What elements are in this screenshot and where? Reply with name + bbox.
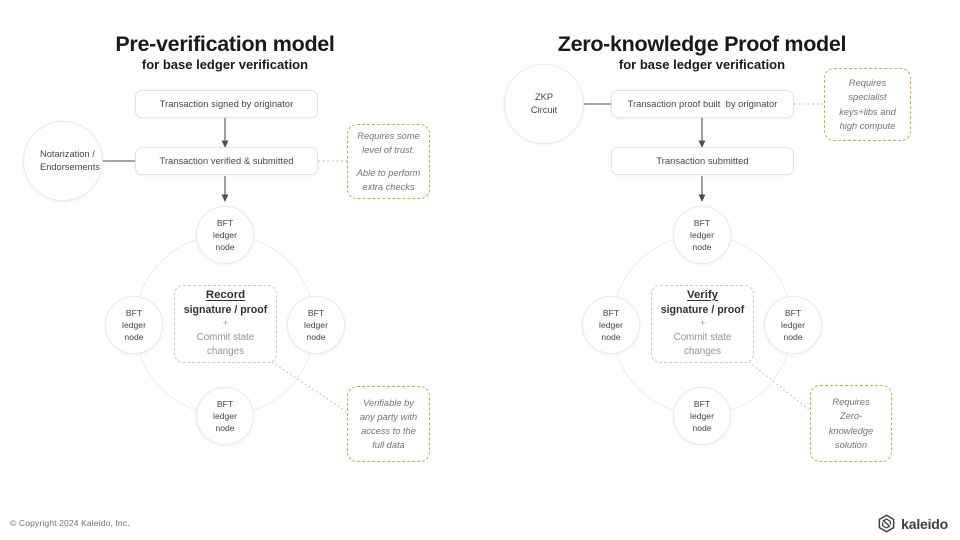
box-transaction-signed: Transaction signed by originator: [135, 90, 318, 118]
center-box-line1: signature / proof: [660, 303, 745, 316]
bft-node-label: BFT ledger node: [213, 398, 237, 434]
center-box-line2: Commit state changes: [673, 332, 732, 358]
callout-line: Able to perform: [356, 167, 421, 178]
callout-line: access to the: [361, 426, 416, 436]
bft-node-right-left-panel: BFT ledger node: [287, 296, 345, 354]
callout-line: level of trust.: [362, 145, 415, 156]
box-transaction-submitted: Transaction submitted: [611, 147, 794, 175]
dotted-connector-verifiable: [271, 361, 351, 415]
arrowhead-box2-ring-left: [221, 194, 229, 202]
bft-node-label: BFT ledger node: [304, 307, 328, 343]
callout-line: knowledge: [828, 425, 874, 436]
center-box-plus: +: [222, 318, 229, 330]
brand-wordmark: kaleido: [901, 515, 948, 532]
callout-line: extra checks: [362, 181, 415, 192]
node-notarization-endorsements: Notarization / Endorsements: [23, 121, 103, 201]
center-box-line1: signature / proof: [183, 303, 268, 316]
center-box-record: Record signature / proof + Commit state …: [174, 285, 277, 363]
callout-line: Requires some: [357, 131, 420, 141]
callout-requires-zk-solution: Requires Zero- knowledge solution: [810, 385, 892, 462]
bft-node-left-left-panel: BFT ledger node: [105, 296, 163, 354]
bft-node-left-right-panel: BFT ledger node: [582, 296, 640, 354]
center-box-heading: Record: [205, 288, 246, 301]
node-zkp-circuit-label: ZKP Circuit: [530, 92, 558, 115]
page-title-left: Pre-verification model: [115, 32, 335, 56]
box-transaction-verified: Transaction verified & submitted: [135, 147, 318, 175]
center-box-verify: Verify signature / proof + Commit state …: [651, 285, 754, 363]
copyright-text: © Copyright 2024 Kaleido, Inc.: [10, 518, 130, 528]
page-subtitle-left: for base ledger verification: [141, 57, 309, 72]
bft-node-label: BFT ledger node: [690, 398, 714, 434]
page-subtitle-right: for base ledger verification: [618, 57, 786, 72]
callout-line: Zero-: [839, 411, 863, 422]
callout-line: specialist: [848, 92, 887, 103]
kaleido-hexagon-logo-icon: [878, 514, 895, 533]
callout-requires-specialist-keys: Requires specialist keys+libs and high c…: [824, 68, 911, 141]
node-notarization-label: Notarization / Endorsements: [40, 149, 100, 172]
bft-node-bottom-left-panel: BFT ledger node: [196, 387, 254, 445]
bft-node-top-right-panel: BFT ledger node: [673, 206, 731, 264]
bft-node-label: BFT ledger node: [599, 307, 623, 343]
callout-line: full data: [372, 440, 405, 451]
callout-verifiable-by-any-party: Verifiable by any party with access to t…: [347, 386, 430, 462]
node-zkp-circuit: ZKP Circuit: [504, 64, 584, 144]
bft-node-label: BFT ledger node: [122, 307, 146, 343]
box-transaction-proof-built: Transaction proof built by originator: [611, 90, 794, 118]
bft-node-label: BFT ledger node: [213, 217, 237, 253]
dotted-connector-zk-solution: [748, 361, 813, 413]
page-title-right: Zero-knowledge Proof model: [557, 32, 847, 56]
center-box-plus: +: [699, 318, 706, 330]
callout-line: Verifiable by: [363, 397, 414, 408]
bft-node-label: BFT ledger node: [781, 307, 805, 343]
callout-line: keys+libs and: [839, 106, 896, 117]
bft-node-right-right-panel: BFT ledger node: [764, 296, 822, 354]
bft-node-top-left-panel: BFT ledger node: [196, 206, 254, 264]
center-box-heading: Verify: [686, 288, 719, 301]
brand-logo: kaleido: [877, 514, 948, 533]
callout-line: Requires: [848, 78, 887, 89]
center-box-line2: Commit state changes: [196, 332, 255, 358]
callout-line: any party with: [359, 411, 418, 422]
callout-requires-trust: Requires some level of trust. Able to pe…: [347, 124, 430, 199]
arrowhead-box2-ring-right: [698, 194, 706, 202]
bft-node-label: BFT ledger node: [690, 217, 714, 253]
bft-node-bottom-right-panel: BFT ledger node: [673, 387, 731, 445]
callout-line: Requires: [832, 397, 870, 408]
callout-line: solution: [834, 439, 868, 450]
callout-line: high compute: [839, 120, 896, 131]
